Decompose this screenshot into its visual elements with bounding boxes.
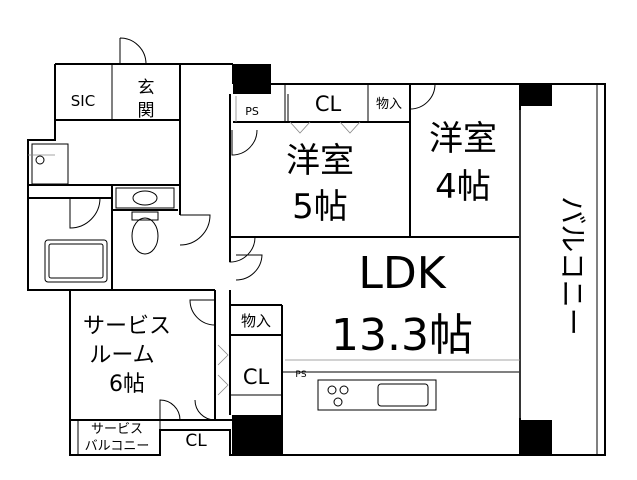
balcony-label: バルコニー [556,196,589,335]
western4-label-line1: 洋室 [429,119,497,159]
doors [69,37,436,421]
storage-top-label: 物入 [376,97,402,112]
western4-label-line2: 4帖 [435,167,491,207]
service-balcony-label-line1: サービス [91,422,143,437]
cl-mid-label: CL [243,365,270,389]
ps-kitchen-label: PS [295,370,306,380]
western5-label-line2: 5帖 [292,187,348,227]
service-balcony-label-line2: バルコニー [85,439,150,454]
sic-label: SIC [71,92,95,110]
structural-columns [232,64,552,455]
cl-bottom-label: CL [185,431,207,451]
ps-top-label: PS [245,105,259,118]
western5-label-line1: 洋室 [286,141,354,181]
service-room-label-line3: 6帖 [109,372,145,397]
ldk-label-line1: LDK [358,248,446,299]
entrance-label-line1: 玄 [138,78,155,98]
service-room-label-line1: サービス [83,314,171,339]
fixtures [28,96,521,418]
entrance-label-line2: 関 [138,101,155,121]
ldk-label-line2: 13.3帖 [331,310,473,361]
room-labels: SIC 玄 関 PS CL 物入 洋室 5帖 洋室 4帖 LDK 13.3帖 バ… [71,78,589,454]
storage-mid-label: 物入 [241,312,271,330]
service-room-label-line2: ルーム [89,343,154,368]
cl-top-label: CL [315,92,342,116]
